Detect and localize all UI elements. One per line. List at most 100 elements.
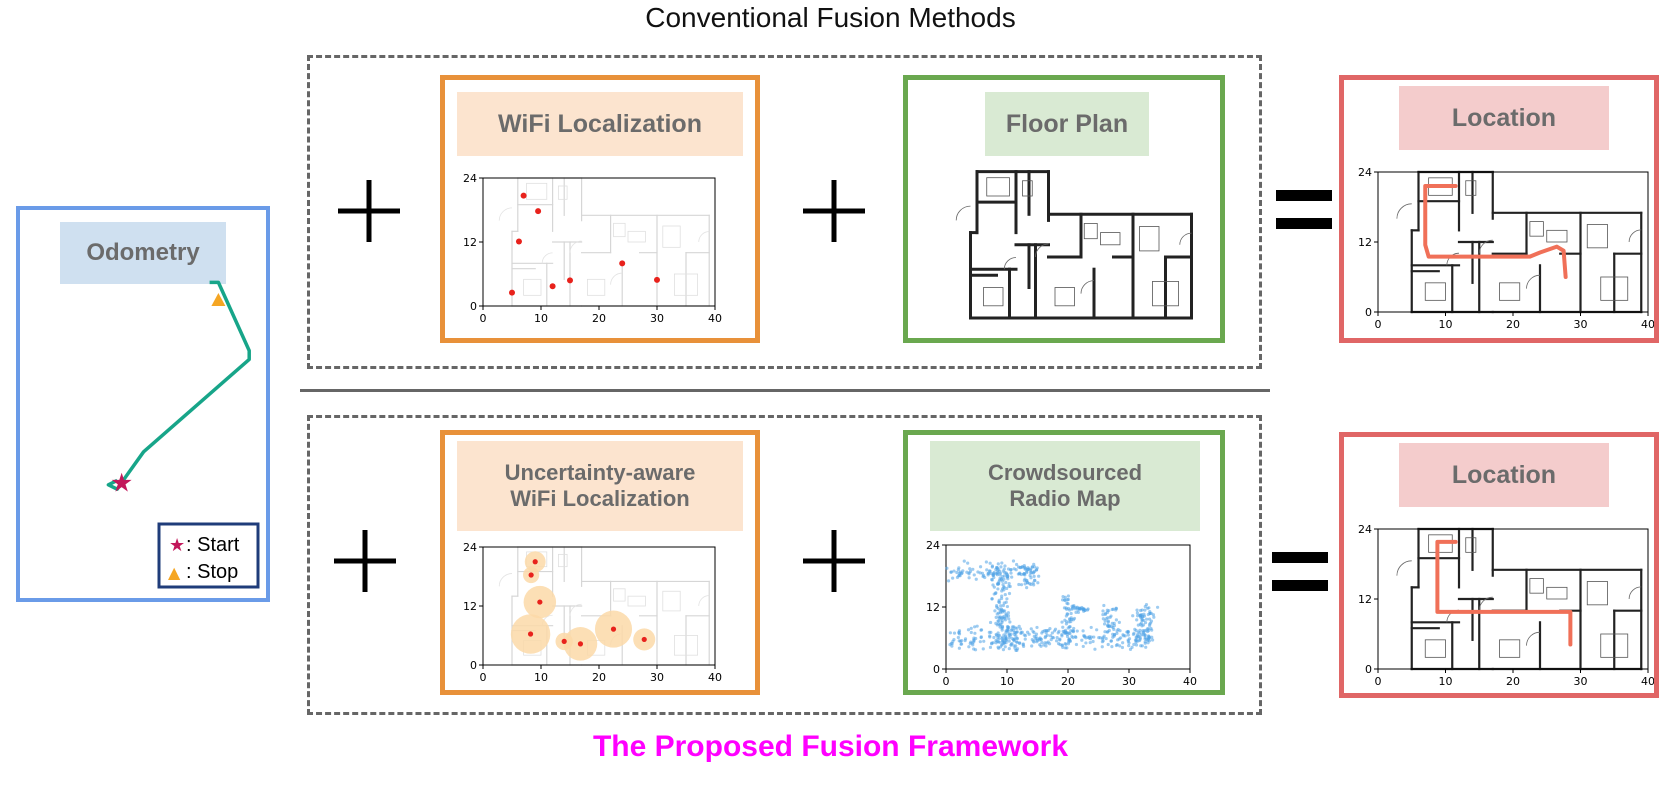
radio-map-sample	[1045, 641, 1049, 645]
radio-map-sample	[1101, 609, 1105, 613]
location-bottom-y-tick-label: 0	[1365, 663, 1372, 676]
radio-map-sample	[1007, 647, 1011, 651]
radio-map-sample	[1102, 603, 1106, 608]
radio-map-sample	[1103, 630, 1107, 634]
radio-map-sample	[1102, 634, 1106, 638]
radio-map-sample	[1007, 582, 1011, 586]
radio-map-sample	[1044, 634, 1048, 638]
floor-furniture	[662, 590, 681, 612]
radio-map-sample	[1000, 640, 1005, 644]
radio-map-sample	[1106, 642, 1110, 647]
radio-map-sample	[997, 640, 1002, 644]
radio-map-sample	[999, 577, 1003, 582]
location-top-x-tick-label: 20	[1506, 318, 1520, 331]
radio-map-sample	[1114, 618, 1119, 622]
radio-map-sample	[1106, 616, 1110, 620]
radio-map-sample	[1114, 608, 1118, 612]
floor-door-arc	[1526, 631, 1541, 646]
radio-map-sample	[998, 611, 1002, 615]
floor-furniture	[586, 278, 606, 296]
radio-map-sample	[990, 564, 995, 568]
plus-operator-1	[338, 180, 400, 242]
radio-map-sample	[1142, 614, 1147, 618]
radio-map-sample	[1108, 615, 1112, 619]
floor-door-arc	[698, 595, 710, 607]
radio-map-sample	[1075, 629, 1079, 633]
radio-map-sample	[979, 635, 983, 639]
radio-map-sample	[1074, 642, 1079, 647]
radio-map-sample	[1127, 641, 1131, 645]
radio-map-sample	[1050, 631, 1054, 635]
radio-map-sample	[1029, 567, 1033, 571]
location-bottom-x-tick-label: 0	[1375, 675, 1382, 688]
radio-map-sample	[951, 576, 955, 580]
radio-map-sample	[973, 625, 977, 629]
radio-map-sample	[1018, 627, 1023, 631]
radio-map-sample	[1002, 567, 1006, 571]
radio-map-sample	[973, 631, 977, 635]
radio-map-sample	[1141, 623, 1146, 627]
floor-furniture	[1465, 537, 1477, 553]
radio-map-sample	[979, 628, 983, 632]
radio-map-sample	[1002, 609, 1007, 613]
floor-door-arc	[1080, 280, 1095, 294]
radio-map-sample	[1015, 630, 1019, 634]
radio-map-sample	[1066, 594, 1070, 598]
floor-furniture	[673, 273, 698, 296]
radio-map-sample	[1110, 645, 1114, 649]
location-bottom-x-tick-label: 40	[1641, 675, 1654, 688]
wifi-estimate-point	[619, 260, 626, 267]
radio-map-sample	[999, 565, 1003, 569]
radio-map-sample	[990, 578, 994, 582]
radio-map-sample	[988, 561, 992, 565]
radio-map-sample	[1105, 608, 1109, 612]
radio-map-sample	[1023, 567, 1027, 571]
radio-map-sample	[996, 562, 1000, 566]
floor-door-arc	[541, 252, 553, 264]
floor-plan-drawing	[955, 170, 1193, 320]
radio-map-sample	[1091, 639, 1095, 644]
location-top-x-tick-label: 0	[1375, 318, 1382, 331]
radio-map-sample	[1063, 642, 1067, 646]
radio-map-sample	[1060, 620, 1064, 624]
radio-map-sample	[1105, 610, 1110, 615]
radio-map-sample	[993, 609, 997, 613]
radio-map-sample	[988, 620, 993, 625]
floor-door-arc	[698, 231, 710, 243]
radio-map-sample	[1073, 635, 1077, 639]
wifi-estimate-point	[561, 638, 567, 644]
radio-y-tick-label: 24	[926, 539, 940, 552]
radio-map-sample	[1115, 631, 1119, 635]
radio-map-sample	[1066, 626, 1070, 630]
floor-furniture	[558, 553, 568, 568]
wifi-top-x-tick-label: 20	[592, 312, 606, 325]
radio-map-sample	[990, 597, 994, 601]
radio-map-sample	[1024, 579, 1029, 583]
radio-map-sample	[1003, 564, 1007, 568]
floor-door-arc	[610, 272, 623, 285]
radio-map-sample	[1023, 637, 1027, 641]
radio-map-sample	[976, 570, 980, 574]
radio-map-sample	[1032, 634, 1036, 638]
radio-map-sample	[1034, 632, 1039, 636]
radio-map-sample	[999, 604, 1003, 608]
radio-map-sample	[1121, 633, 1125, 637]
radio-map-sample	[1112, 627, 1116, 631]
radio-map-sample	[1000, 635, 1005, 640]
radio-map-sample	[1148, 622, 1152, 626]
wifi-bot-x-tick-label: 10	[534, 671, 548, 684]
location-top-x-tick-label: 30	[1574, 318, 1588, 331]
radio-map-sample	[1076, 610, 1081, 615]
floor-furniture	[1083, 223, 1098, 240]
radio-map-sample	[1027, 632, 1031, 636]
radio-map-sample	[1149, 626, 1153, 631]
radio-map-sample	[1120, 645, 1125, 650]
radio-map-sample	[1005, 586, 1009, 591]
radio-map-sample	[1136, 623, 1140, 627]
radio-map-sample	[1146, 641, 1150, 645]
radio-map-sample	[1071, 618, 1076, 622]
floor-plan-panel: Floor Plan	[903, 75, 1225, 343]
radio-map-sample	[1107, 628, 1111, 633]
radio-map-sample	[1009, 642, 1013, 646]
